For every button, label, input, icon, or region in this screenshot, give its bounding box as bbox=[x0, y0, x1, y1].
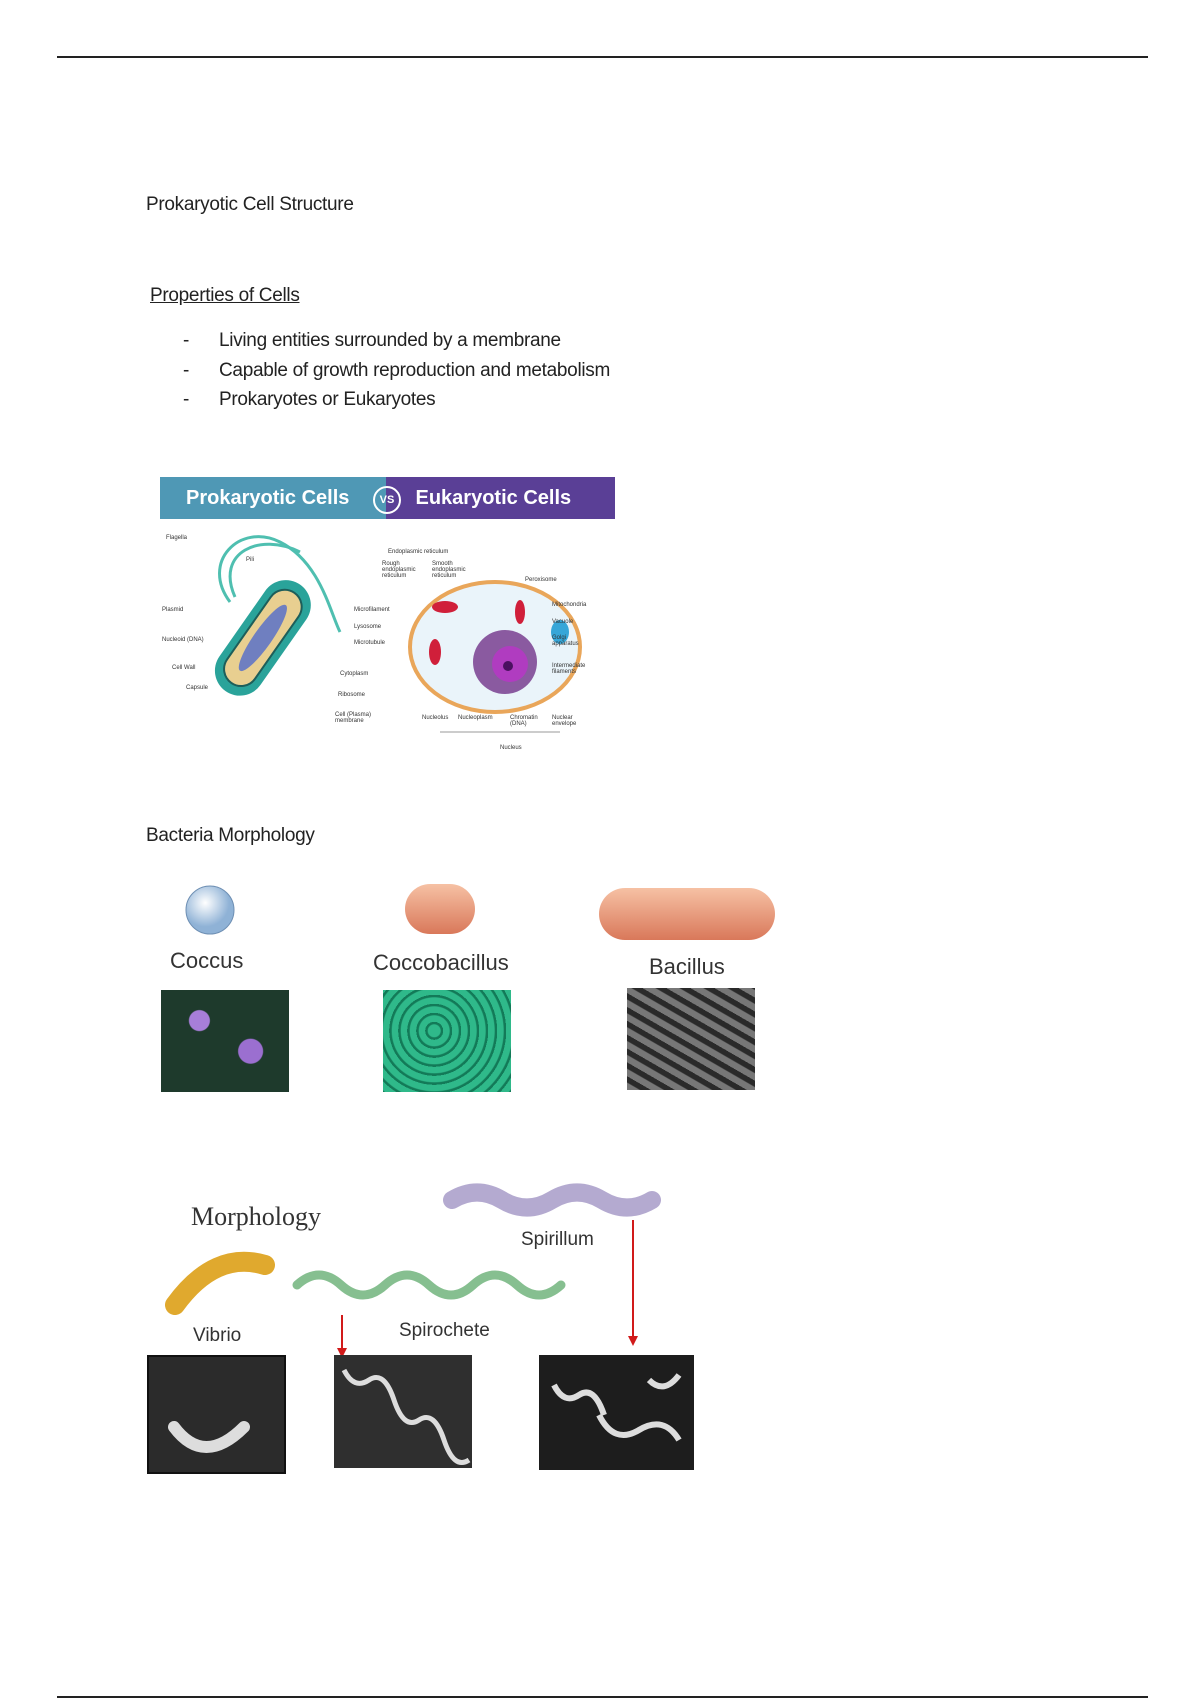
label-vibrio: Vibrio bbox=[193, 1325, 242, 1346]
bullet-marker: - bbox=[183, 389, 190, 410]
footer-rule bbox=[57, 1696, 1148, 1698]
label-nucleus: Nucleus bbox=[500, 745, 522, 751]
coccus-micrograph bbox=[161, 990, 289, 1092]
bullet-item: Living entities surrounded by a membrane bbox=[219, 330, 561, 351]
label-microfilament: Microfilament bbox=[354, 607, 390, 613]
bullet-item: Prokaryotes or Eukaryotes bbox=[219, 389, 436, 410]
shape-illustrations bbox=[185, 884, 775, 940]
label-nucleoplasm: Nucleoplasm bbox=[458, 715, 493, 721]
label-cytoplasm: Cytoplasm bbox=[340, 671, 369, 677]
label-intermediate-filaments: Intermediate filaments bbox=[552, 663, 586, 675]
label-flagella: Flagella bbox=[166, 535, 188, 541]
label-cell-membrane: Cell (Plasma) membrane bbox=[335, 712, 372, 724]
bullet-marker: - bbox=[183, 330, 190, 351]
label-microtubule: Microtubule bbox=[354, 640, 386, 646]
label-ribosome: Ribosome bbox=[338, 692, 366, 698]
bacillus-micrograph bbox=[627, 988, 755, 1090]
label-lysosome: Lysosome bbox=[354, 624, 382, 630]
label-peroxisome: Peroxisome bbox=[525, 577, 557, 583]
morphology-figure-curved: Morphology Spirillum Vibrio Spirochete bbox=[147, 1180, 707, 1485]
vs-badge: VS bbox=[373, 486, 401, 514]
header-rule bbox=[57, 56, 1148, 58]
label-er: Endoplasmic reticulum bbox=[388, 549, 449, 555]
label-chromatin: Chromatin (DNA) bbox=[510, 715, 538, 727]
label-coccus: Coccus bbox=[170, 948, 244, 973]
label-smooth-er: Smooth endoplasmic reticulum bbox=[432, 561, 466, 579]
vibrio-micrograph bbox=[147, 1355, 286, 1474]
label-capsule: Capsule bbox=[186, 685, 209, 691]
label-plasmid: Plasmid bbox=[162, 607, 184, 613]
eukaryotic-title: Eukaryotic Cells bbox=[385, 477, 615, 519]
label-coccobacillus: Coccobacillus bbox=[373, 950, 509, 975]
prokaryotic-title: Prokaryotic Cells bbox=[160, 477, 386, 519]
properties-heading: Properties of Cells bbox=[150, 285, 300, 306]
label-rough-er: Rough endoplasmic reticulum bbox=[382, 561, 416, 579]
label-vacuole: Vacuole bbox=[552, 619, 574, 625]
comparison-banner: Prokaryotic Cells Eukaryotic Cells VS bbox=[160, 477, 615, 519]
morphology-figure-basic: Coccus Coccobacillus Bacillus bbox=[147, 870, 777, 1115]
coccobacillus-micrograph bbox=[383, 990, 511, 1092]
label-cell-wall: Cell Wall bbox=[172, 665, 196, 671]
morphology-title: Morphology bbox=[191, 1202, 321, 1231]
label-spirochete: Spirochete bbox=[399, 1320, 490, 1341]
bullet-marker: - bbox=[183, 360, 190, 381]
label-nuclear-envelope: Nuclear envelope bbox=[552, 715, 577, 727]
cell-comparison-figure: Prokaryotic Cells Eukaryotic Cells VS Fl… bbox=[160, 477, 620, 767]
label-bacillus: Bacillus bbox=[649, 954, 725, 979]
label-golgi: Golgi apparatus bbox=[552, 635, 579, 647]
label-nucleolus: Nucleolus bbox=[422, 715, 449, 721]
label-nucleoid: Nucleoid (DNA) bbox=[162, 637, 204, 643]
label-mitochondria: Mitochondria bbox=[552, 602, 587, 608]
cell-illustration bbox=[214, 535, 582, 733]
bacteria-heading: Bacteria Morphology bbox=[146, 825, 315, 846]
curved-shapes bbox=[165, 1183, 661, 1358]
label-pili: Pili bbox=[246, 557, 255, 563]
label-spirillum: Spirillum bbox=[521, 1229, 594, 1250]
bullet-item: Capable of growth reproduction and metab… bbox=[219, 360, 611, 381]
spirillum-micrograph bbox=[539, 1355, 694, 1470]
page-title: Prokaryotic Cell Structure bbox=[146, 194, 354, 215]
spirochete-micrograph bbox=[334, 1355, 472, 1468]
